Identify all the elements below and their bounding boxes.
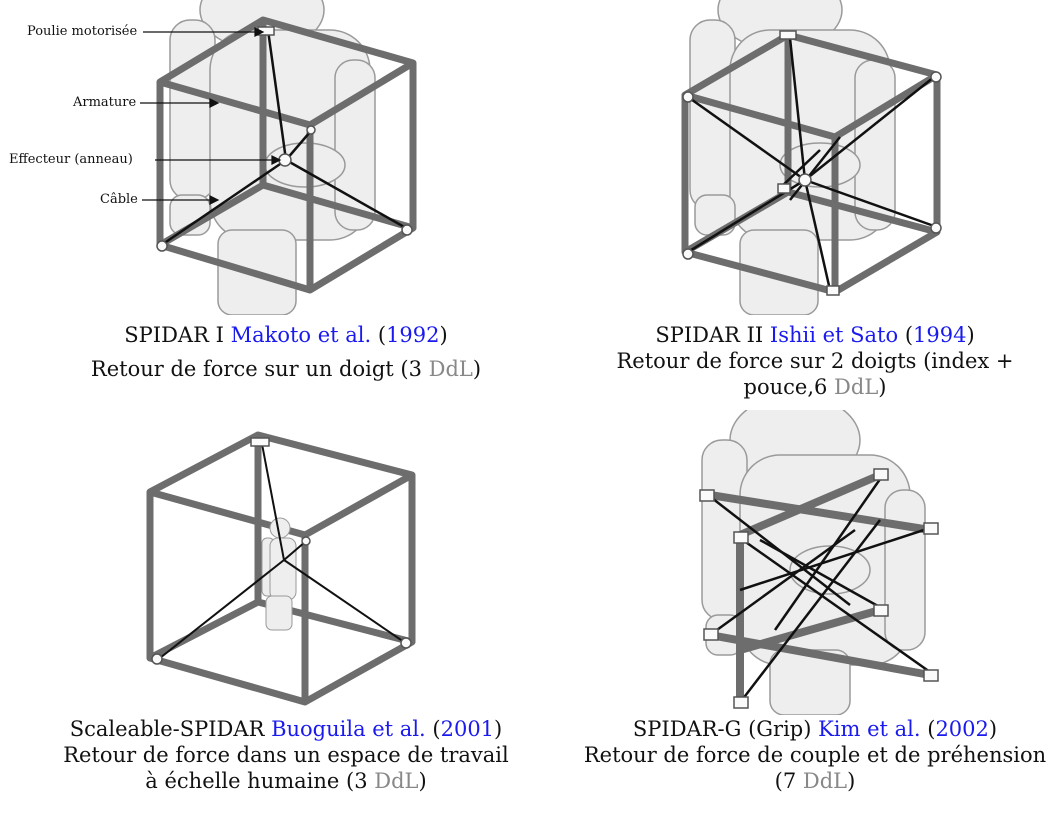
citation-year-link[interactable]: 2002 [935, 717, 988, 741]
figure-spidar-1: Poulie motorisée Armature Effecteur (ann… [0, 0, 520, 315]
caption-spidar-1: SPIDAR I Makoto et al. (1992) Retour de … [0, 322, 572, 382]
callout-effector: Effecteur (anneau) [9, 152, 133, 167]
caption-description: Retour de force sur 2 doigts (index + [616, 349, 1013, 373]
caption-spidar-3: Scaleable-SPIDAR Buoguila et al. (2001) … [0, 716, 572, 794]
spidar-2-illustration [640, 0, 1058, 315]
citation-year-link[interactable]: 2001 [441, 717, 494, 741]
caption-description-cont: (7 [775, 769, 797, 793]
humanoid-figure [690, 0, 895, 315]
citation-year-link[interactable]: 1992 [386, 323, 439, 347]
citation-year-link[interactable]: 1994 [913, 323, 966, 347]
dof-unit-link[interactable]: DdL [374, 769, 418, 793]
caption-title: SPIDAR-G (Grip) [633, 717, 812, 741]
citation-link[interactable]: Buoguila et al. [271, 717, 426, 741]
callout-cable: Câble [100, 192, 138, 207]
citation-link[interactable]: Makoto et al. [231, 323, 372, 347]
callout-frame: Armature [73, 95, 136, 110]
caption-description-cont: pouce,6 [744, 375, 828, 399]
caption-description: Retour de force dans un espace de travai… [63, 743, 508, 767]
caption-description: Retour de force sur un doigt (3 [91, 357, 422, 381]
caption-description-cont: à échelle humaine (3 [145, 769, 367, 793]
caption-title: SPIDAR II [655, 323, 763, 347]
callout-pulley: Poulie motorisée [27, 24, 137, 39]
caption-title: Scaleable-SPIDAR [70, 717, 265, 741]
spidar-4-illustration [680, 410, 1058, 715]
citation-link[interactable]: Ishii et Sato [770, 323, 898, 347]
dof-unit-link[interactable]: DdL [834, 375, 878, 399]
caption-title: SPIDAR I [124, 323, 224, 347]
citation-link[interactable]: Kim et al. [818, 717, 920, 741]
figure-spidar-2 [640, 0, 1058, 315]
dof-unit-link[interactable]: DdL [429, 357, 473, 381]
dof-unit-link[interactable]: DdL [803, 769, 847, 793]
caption-description: Retour de force de couple et de préhensi… [584, 743, 1046, 767]
figure-spidar-4 [680, 410, 1058, 715]
caption-spidar-4: SPIDAR-G (Grip) Kim et al. (2002) Retour… [572, 716, 1058, 794]
figure-spidar-3 [0, 420, 572, 710]
spidar-3-illustration [0, 420, 572, 710]
caption-spidar-2: SPIDAR II Ishii et Sato (1994) Retour de… [572, 322, 1058, 400]
